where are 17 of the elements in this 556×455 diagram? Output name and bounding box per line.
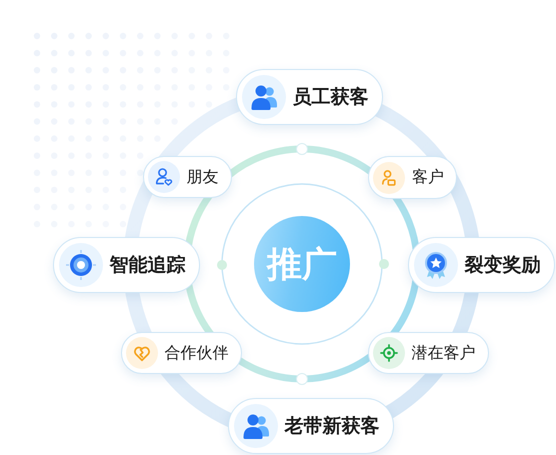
tag-pill bbox=[368, 332, 488, 374]
pill-label: 朋友 bbox=[186, 166, 218, 188]
tag-pill bbox=[143, 156, 232, 198]
tag-pill bbox=[236, 69, 382, 125]
pill-label: 合作伙伴 bbox=[164, 342, 228, 364]
pill-label: 老带新获客 bbox=[284, 414, 380, 439]
tag-pill bbox=[368, 156, 457, 199]
tag-pill bbox=[121, 332, 242, 374]
center-label: 推广 bbox=[267, 244, 337, 286]
pill-label: 员工获客 bbox=[292, 85, 368, 110]
pill-label: 裂变奖励 bbox=[464, 253, 540, 278]
tag-pill bbox=[408, 237, 554, 293]
tag-pill bbox=[53, 237, 200, 293]
pill-label: 潜在客户 bbox=[412, 342, 476, 364]
pill-label: 客户 bbox=[412, 167, 444, 188]
pill-label: 智能追踪 bbox=[110, 253, 186, 278]
tag-pill bbox=[228, 398, 394, 454]
